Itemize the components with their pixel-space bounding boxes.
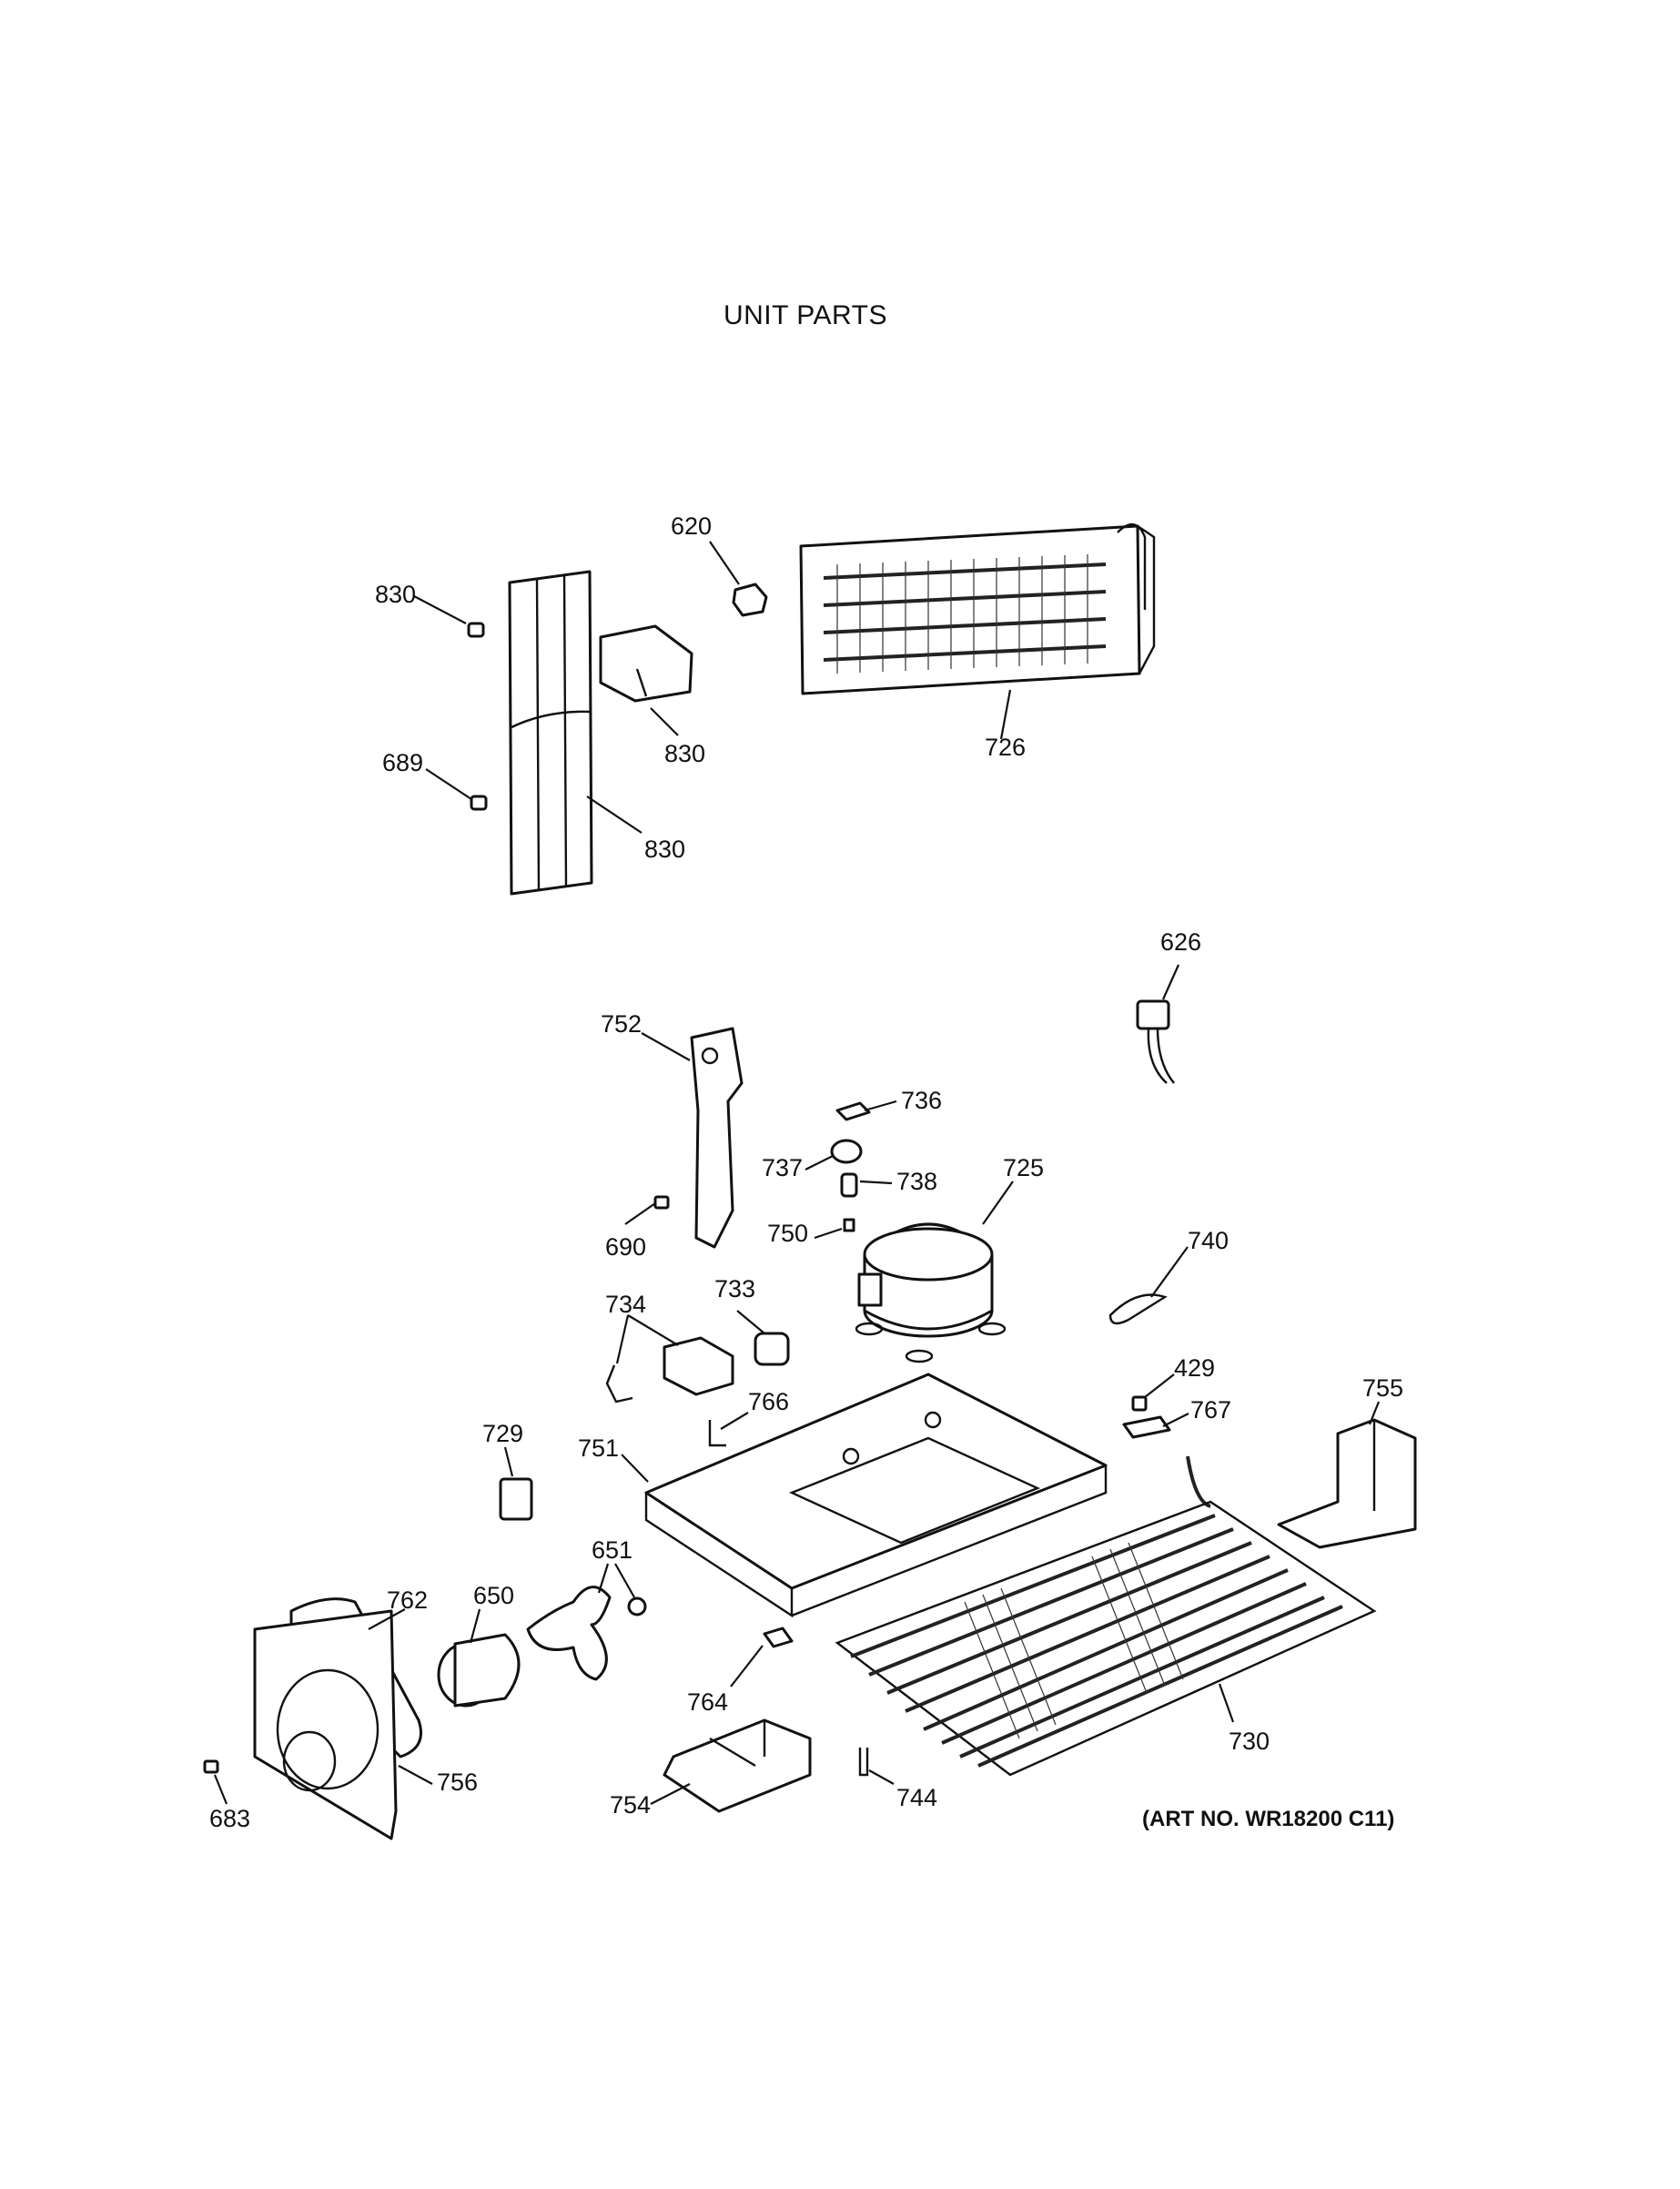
callout-730: 730 <box>1229 1728 1270 1755</box>
clip-734 <box>605 1364 633 1404</box>
diagram-title: UNIT PARTS <box>723 300 888 330</box>
callout-651: 651 <box>592 1536 633 1564</box>
harness-626 <box>1136 999 1175 1084</box>
callout-750: 750 <box>767 1220 809 1247</box>
callout-756: 756 <box>437 1768 479 1796</box>
callout-738: 738 <box>896 1168 938 1195</box>
sleeve-738 <box>840 1172 858 1198</box>
callout-733: 733 <box>714 1275 756 1302</box>
clamp-767 <box>1122 1415 1171 1439</box>
grommet-620 <box>732 583 768 617</box>
drain-pan-754 <box>663 1718 812 1813</box>
fan-shroud-756 <box>253 1609 398 1840</box>
overload-733 <box>754 1332 790 1366</box>
leader-lines <box>213 541 1381 1805</box>
bracket-rail-830 <box>508 570 593 896</box>
callout-429: 429 <box>1174 1354 1216 1382</box>
callout-729: 729 <box>482 1420 524 1447</box>
grommet-737 <box>830 1139 863 1164</box>
fan-motor-650 <box>437 1633 521 1708</box>
callout-626: 626 <box>1160 928 1202 956</box>
callout-740: 740 <box>1188 1227 1230 1254</box>
callout-736: 736 <box>901 1087 943 1114</box>
callout-830-clip: 830 <box>664 740 706 767</box>
evaporator-726 <box>799 523 1156 695</box>
nut-651 <box>627 1596 647 1616</box>
screw-750 <box>843 1218 855 1232</box>
clip-764 <box>763 1627 794 1648</box>
callout-690: 690 <box>605 1233 647 1261</box>
callout-689: 689 <box>382 749 424 776</box>
base-pan-751 <box>644 1373 1108 1618</box>
callout-754: 754 <box>610 1791 652 1819</box>
callout-650: 650 <box>473 1582 515 1609</box>
callout-752: 752 <box>601 1010 643 1038</box>
capacitor-729 <box>499 1477 533 1521</box>
condenser-730 <box>835 1455 1377 1777</box>
callout-737: 737 <box>762 1154 804 1181</box>
screw-690 <box>653 1195 670 1210</box>
callout-734: 734 <box>605 1291 647 1318</box>
screw-689 <box>470 795 488 811</box>
screw-429 <box>1131 1395 1148 1412</box>
clip-830 <box>599 624 693 703</box>
callout-620: 620 <box>671 512 713 540</box>
screw-830 <box>467 622 485 638</box>
callout-762: 762 <box>387 1586 429 1614</box>
clip-744 <box>858 1748 869 1777</box>
tube-740 <box>1108 1293 1168 1325</box>
callout-751: 751 <box>578 1434 620 1462</box>
art-number: (ART NO. WR18200 C11) <box>1142 1807 1395 1831</box>
bracket-755 <box>1277 1418 1417 1549</box>
clip-736 <box>835 1101 871 1121</box>
clip-766 <box>708 1420 726 1447</box>
bracket-752 <box>690 1027 744 1249</box>
callout-766: 766 <box>748 1388 790 1415</box>
relay-734 <box>663 1336 734 1396</box>
callout-830-screw: 830 <box>375 581 417 608</box>
callout-683: 683 <box>209 1805 251 1832</box>
compressor-725 <box>855 1222 1007 1363</box>
fan-blade-651 <box>526 1586 612 1681</box>
callout-830-rail: 830 <box>644 836 686 863</box>
callout-725: 725 <box>1003 1154 1045 1181</box>
screw-683 <box>203 1759 219 1774</box>
callout-767: 767 <box>1190 1396 1232 1424</box>
callout-755: 755 <box>1362 1374 1404 1402</box>
callout-726: 726 <box>985 734 1027 761</box>
callout-764: 764 <box>687 1688 729 1716</box>
callout-744: 744 <box>896 1784 938 1811</box>
